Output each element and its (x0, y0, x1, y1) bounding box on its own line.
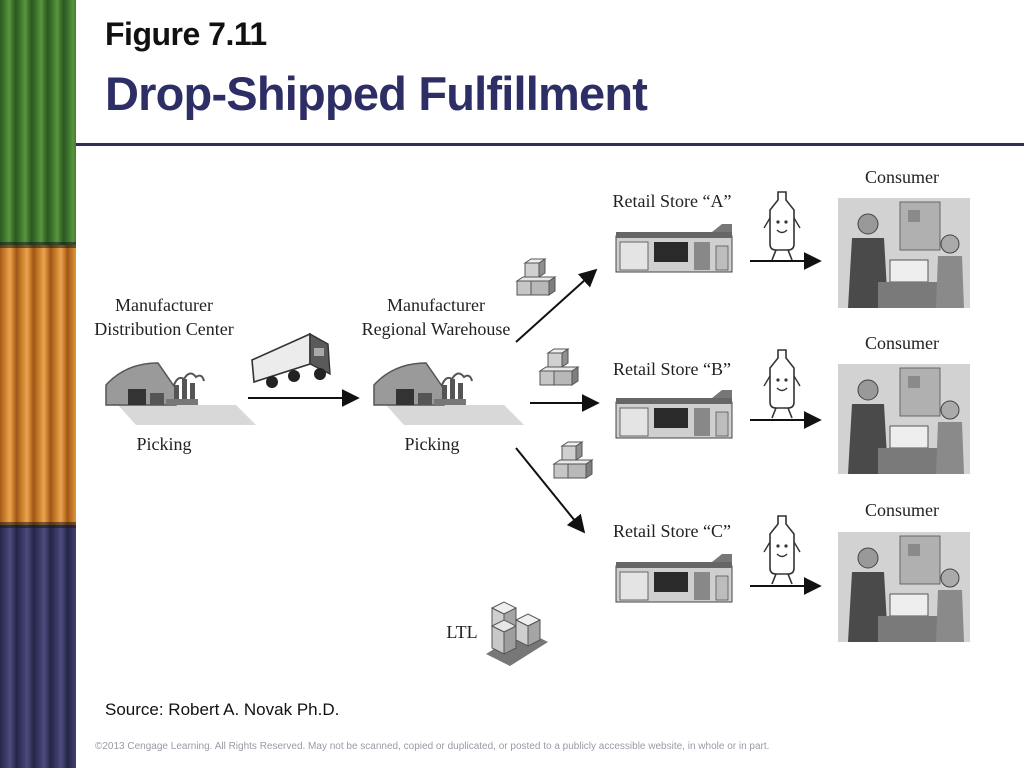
wh-picking-label: Picking (404, 434, 459, 454)
store-c-label: Retail Store “C” (613, 521, 731, 541)
dc-label-line1: Manufacturer (115, 295, 213, 315)
ltl-boxes-icon (486, 601, 548, 666)
consumer-b-label: Consumer (865, 333, 939, 353)
slide-title: Drop-Shipped Fulfillment (105, 67, 648, 120)
box-stack-icon (516, 258, 556, 296)
dc-picking-label: Picking (136, 434, 191, 454)
milk-jug-icon (763, 349, 801, 419)
warehouse-to-store-c-arrow (515, 447, 586, 534)
container-seam (0, 522, 76, 528)
consumer-c-icon (837, 531, 971, 643)
distribution-center-icon (105, 362, 257, 426)
orange-container-band (0, 245, 76, 525)
figure-label: Figure 7.11 (105, 16, 267, 52)
navy-container-band (0, 525, 76, 768)
store-a-icon (615, 223, 733, 273)
wh-label-line2: Regional Warehouse (362, 319, 511, 339)
source-citation: Source: Robert A. Novak Ph.D. (105, 700, 340, 719)
consumer-c-label: Consumer (865, 500, 939, 520)
green-container-band (0, 0, 76, 245)
drop-shipped-fulfillment-diagram: Manufacturer Distribution Center Picking… (94, 167, 971, 666)
consumer-a-label: Consumer (865, 167, 939, 187)
milk-jug-icon (763, 191, 801, 261)
truck-icon (251, 332, 331, 388)
decorative-sidebar (0, 0, 76, 768)
store-c-icon (615, 553, 733, 603)
container-seam (0, 242, 76, 248)
wh-label-line1: Manufacturer (387, 295, 485, 315)
consumer-b-icon (837, 363, 971, 475)
header-divider (76, 143, 1024, 146)
copyright-notice: ©2013 Cengage Learning. All Rights Reser… (95, 741, 770, 752)
consumer-a-icon (837, 197, 971, 309)
store-b-label: Retail Store “B” (613, 359, 731, 379)
regional-warehouse-icon (373, 362, 525, 426)
box-stack-icon (539, 348, 579, 386)
store-b-icon (615, 389, 733, 439)
dc-label-line2: Distribution Center (94, 319, 233, 339)
warehouse-to-store-a-arrow (515, 268, 598, 343)
box-stack-icon (553, 441, 593, 479)
milk-jug-icon (763, 515, 801, 585)
store-a-label: Retail Store “A” (613, 191, 732, 211)
ltl-label: LTL (446, 622, 477, 642)
